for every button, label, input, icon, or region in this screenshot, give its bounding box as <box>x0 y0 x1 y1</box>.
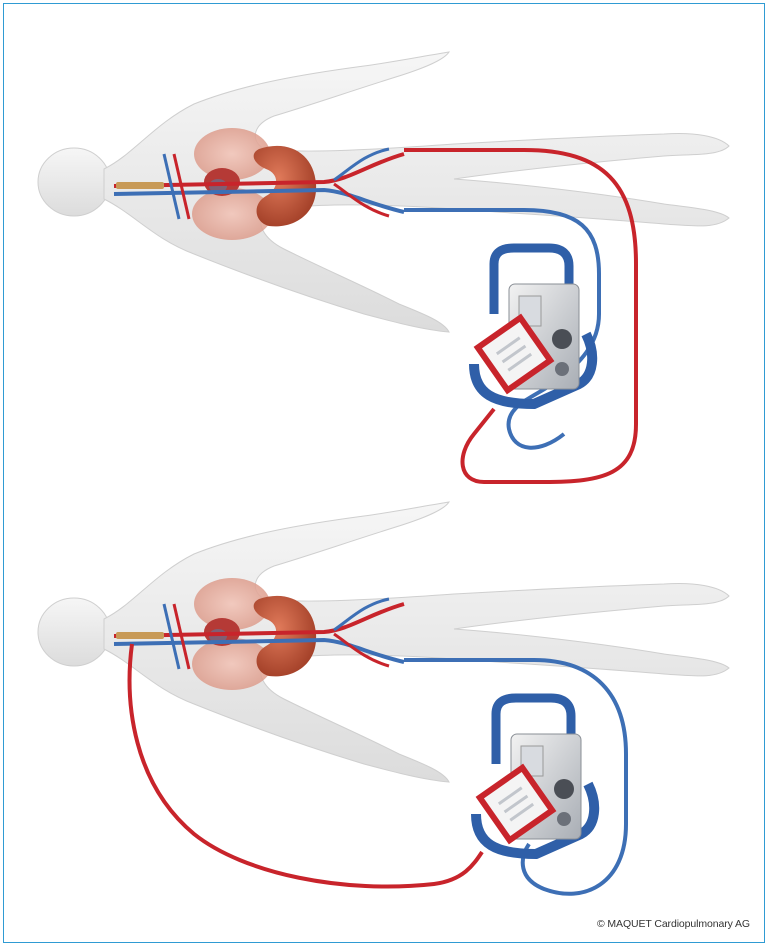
illustration-frame: © MAQUET Cardiopulmonary AG <box>3 3 765 943</box>
ecmo-device-upper <box>474 248 592 404</box>
panel-lower <box>38 502 729 894</box>
copyright-notice: © MAQUET Cardiopulmonary AG <box>597 918 750 930</box>
panel-upper <box>38 52 729 482</box>
ecmo-illustration <box>4 4 766 944</box>
ecmo-device-lower <box>476 698 594 854</box>
patient-figure-upper <box>38 52 729 332</box>
